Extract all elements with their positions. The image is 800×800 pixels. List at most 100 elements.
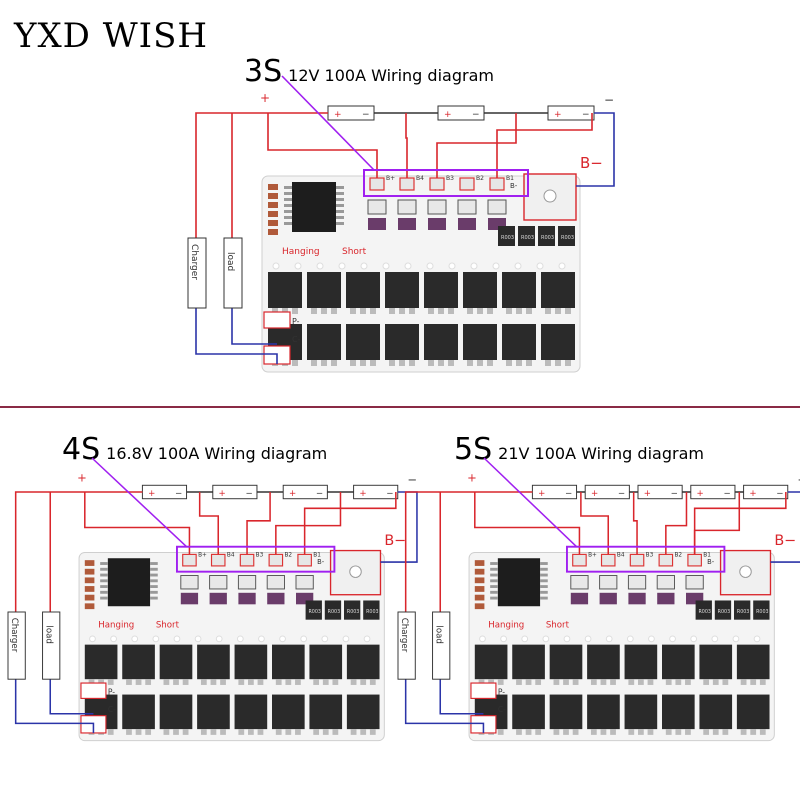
mosfet bbox=[309, 694, 343, 730]
load-box bbox=[432, 611, 451, 680]
pointer-line bbox=[281, 75, 375, 171]
mosfet-lead bbox=[647, 679, 654, 685]
load-minus-wire bbox=[49, 679, 94, 715]
mosfet-lead bbox=[638, 729, 644, 735]
mosfet-lead bbox=[497, 679, 504, 685]
solder-dot bbox=[605, 635, 613, 643]
short-label: Short bbox=[342, 247, 367, 257]
mosfet bbox=[512, 694, 545, 730]
balance-pad bbox=[658, 553, 674, 567]
mosfet-lead bbox=[369, 679, 376, 685]
hanging-label: Hanging bbox=[282, 247, 320, 257]
resistor-label: R003 bbox=[347, 609, 360, 615]
smd-resistor bbox=[474, 568, 485, 575]
mosfet-lead bbox=[409, 308, 415, 314]
mosfet-lead bbox=[389, 308, 395, 314]
transistor bbox=[427, 199, 447, 215]
p-minus-pad bbox=[263, 311, 291, 329]
mosfet-lead bbox=[257, 729, 264, 735]
solder-dot bbox=[500, 635, 507, 643]
balance-pad-label: B2 bbox=[674, 552, 682, 558]
mosfet bbox=[307, 324, 341, 360]
resistor-label: R003 bbox=[698, 609, 711, 615]
mosfet-lead bbox=[173, 729, 179, 735]
cell-minus: − bbox=[565, 489, 572, 499]
short-label: Short bbox=[546, 620, 570, 630]
transistor bbox=[657, 592, 675, 605]
mosfet-lead bbox=[313, 679, 320, 685]
mosfet-lead bbox=[685, 729, 691, 735]
pack-plus-label: + bbox=[77, 470, 87, 484]
mosfet-lead bbox=[610, 729, 616, 735]
mosfet-lead bbox=[350, 360, 356, 366]
mosfet-lead bbox=[563, 729, 569, 735]
mosfet-lead bbox=[506, 360, 512, 366]
cell-plus: + bbox=[334, 110, 342, 120]
solder-dot bbox=[382, 262, 390, 270]
current-sense-resistor bbox=[324, 600, 342, 620]
balance-pad-label: B3 bbox=[446, 175, 454, 182]
pad-b-label: B- bbox=[317, 558, 325, 566]
mosfet-lead bbox=[545, 360, 551, 366]
diagram-title: 21V 100A Wiring diagram bbox=[498, 444, 704, 463]
mosfet-lead bbox=[370, 308, 376, 314]
mosfet-lead bbox=[322, 729, 329, 735]
mosfet-lead bbox=[535, 729, 542, 735]
charger-box bbox=[7, 611, 26, 680]
transistor bbox=[237, 575, 257, 590]
mosfet bbox=[346, 644, 380, 680]
smd-resistor bbox=[268, 202, 278, 208]
mosfet-lead bbox=[200, 729, 207, 735]
resistor-label: R003 bbox=[366, 609, 379, 615]
ic-pin bbox=[540, 596, 548, 600]
ic-pin bbox=[336, 222, 344, 225]
charger-box bbox=[397, 611, 416, 680]
solder-dot bbox=[514, 262, 522, 270]
mosfet-lead bbox=[399, 308, 405, 314]
balance-pad-label: B1 bbox=[703, 552, 711, 558]
mosfet-lead bbox=[350, 729, 357, 735]
mosfet-lead bbox=[685, 679, 691, 685]
mosfet bbox=[587, 644, 620, 680]
solder-dot bbox=[669, 635, 676, 643]
mosfet bbox=[234, 644, 268, 680]
cell-minus: − bbox=[723, 489, 730, 499]
hanging-label: Hanging bbox=[488, 620, 524, 630]
mosfet bbox=[549, 644, 583, 680]
smd-resistor bbox=[268, 220, 278, 226]
cell-minus: − bbox=[618, 489, 625, 499]
balance-pad-label: B2 bbox=[284, 552, 292, 558]
solder-dot bbox=[479, 635, 486, 643]
mosfet-lead bbox=[590, 679, 597, 685]
smd-resistor bbox=[268, 184, 278, 190]
mosfet bbox=[346, 324, 380, 360]
ic-pin bbox=[490, 567, 498, 571]
balance-pad-label: B4 bbox=[227, 552, 235, 558]
mosfet-lead bbox=[526, 308, 532, 314]
cell-plus: + bbox=[219, 489, 226, 499]
ic-pin bbox=[540, 573, 548, 577]
mosfet-lead bbox=[712, 729, 719, 735]
solder-dot bbox=[173, 635, 181, 643]
solder-dot bbox=[279, 635, 286, 643]
mosfet bbox=[502, 272, 536, 308]
mosfet-lead bbox=[610, 679, 616, 685]
solder-dot bbox=[448, 262, 456, 270]
balance-pad-label: B3 bbox=[256, 552, 264, 558]
mount-hole bbox=[349, 565, 362, 578]
mosfet-lead bbox=[360, 729, 367, 735]
tap-wire-b1 bbox=[303, 492, 397, 555]
mosfet-lead bbox=[295, 729, 301, 735]
transistor bbox=[628, 592, 646, 605]
mosfet bbox=[309, 644, 343, 680]
mosfet-lead bbox=[369, 729, 376, 735]
ic-pin bbox=[490, 585, 498, 588]
mosfet-lead bbox=[275, 729, 282, 735]
balance-pad bbox=[210, 553, 226, 567]
mosfet bbox=[234, 694, 268, 730]
cell-minus: − bbox=[582, 110, 590, 120]
solder-dot bbox=[563, 635, 571, 643]
